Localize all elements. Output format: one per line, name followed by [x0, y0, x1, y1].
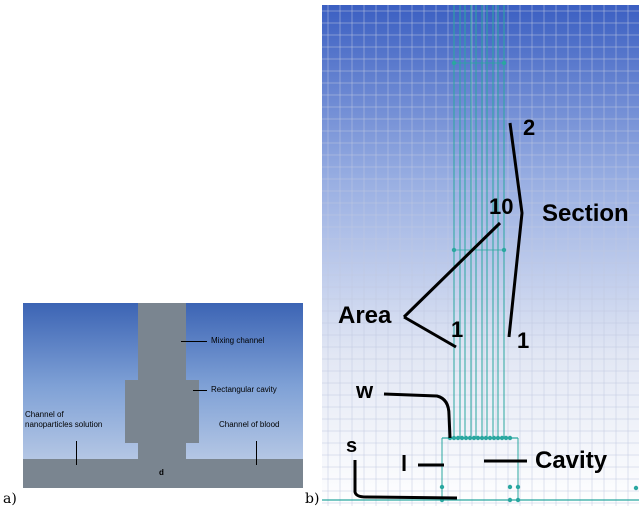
mesh-node [451, 247, 457, 253]
mesh-node [515, 484, 521, 490]
mesh-node [495, 435, 501, 441]
label-d: d [159, 468, 164, 477]
mesh-node [483, 435, 489, 441]
section-bracket [507, 122, 524, 338]
mesh-node [463, 435, 469, 441]
leader-line-cavity [193, 390, 207, 391]
mesh-node [487, 435, 493, 441]
mesh-node [515, 497, 521, 503]
mesh-lines [322, 5, 639, 503]
leader-line-mixing [181, 341, 207, 342]
mesh-node [499, 435, 505, 441]
label-mixing-channel: Mixing channel [211, 336, 265, 345]
mesh-node [439, 484, 445, 490]
mesh-node [491, 435, 497, 441]
label-section-top: 2 [523, 115, 536, 140]
mesh-node [471, 435, 477, 441]
background-grid [322, 5, 639, 506]
label-rectangular-cavity: Rectangular cavity [211, 385, 277, 394]
s-leader [353, 460, 458, 500]
mesh-node [475, 435, 481, 441]
w-leader [383, 392, 452, 439]
mesh-node [507, 435, 513, 441]
mesh-node [501, 247, 507, 253]
mesh-node [467, 435, 473, 441]
mesh-node [451, 60, 457, 66]
mesh-node [501, 60, 507, 66]
rectangular-cavity [125, 380, 199, 443]
label-area-bottom: 1 [451, 317, 464, 342]
leader-line-nanoparticles [76, 441, 77, 465]
mesh-node [507, 484, 513, 490]
mesh-node [507, 497, 513, 503]
label-channel-nanoparticles: Channel of nanoparticles solution [25, 410, 103, 429]
mesh-node [455, 435, 461, 441]
mesh-node [479, 435, 485, 441]
mixing-channel [138, 303, 186, 383]
area-line-upper [402, 221, 502, 319]
panel-a-tag: a) [3, 491, 17, 507]
label-cavity: Cavity [535, 447, 608, 474]
neck-section [138, 441, 186, 460]
panel-b-tag: b) [305, 491, 320, 507]
label-s: s [346, 435, 358, 457]
label-area-top: 10 [489, 194, 514, 219]
mesh-node [459, 435, 465, 441]
annotation-lines [353, 122, 527, 500]
panel-b-mesh: 2 Section 10 Area 1 1 w s l Cavity [322, 5, 639, 506]
label-channel-blood: Channel of blood [219, 420, 280, 429]
leader-line-blood [256, 441, 257, 465]
label-section: Section [542, 200, 629, 227]
label-l: l [401, 451, 408, 476]
mesh-svg [322, 5, 639, 506]
mesh-node [451, 435, 457, 441]
label-area: Area [338, 302, 392, 329]
mesh-node [633, 485, 639, 491]
area-line-lower [403, 315, 457, 349]
label-w: w [356, 378, 374, 403]
mesh-node [503, 435, 509, 441]
panel-a-diagram: Mixing channel Rectangular cavity Channe… [23, 303, 303, 488]
label-section-bottom: 1 [517, 328, 530, 353]
